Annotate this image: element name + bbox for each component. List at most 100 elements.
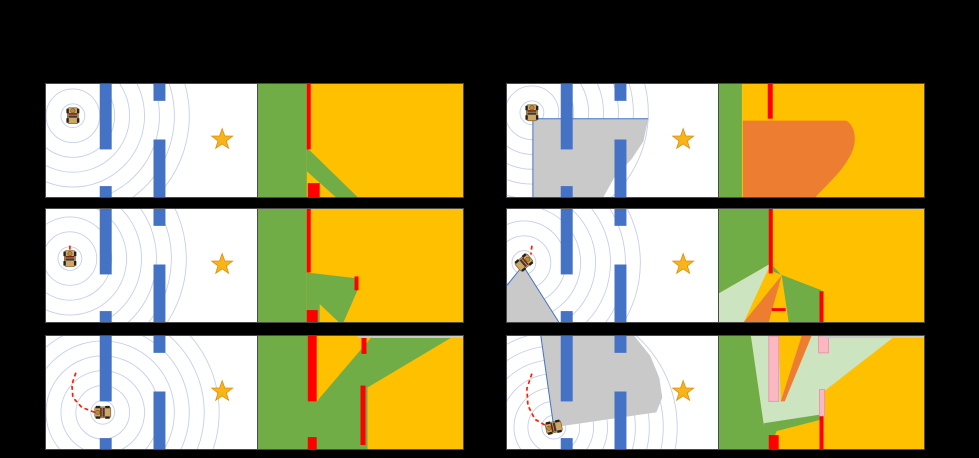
world-map-svg — [507, 336, 718, 449]
sensor-range-ring — [507, 336, 650, 449]
wall-obstacle — [153, 139, 166, 197]
value-region-green — [719, 84, 742, 197]
value-map-svg — [719, 209, 924, 322]
value-map-svg — [719, 84, 924, 197]
sensed-region-edge — [540, 336, 555, 428]
wall-obstacle — [614, 391, 627, 449]
world-map-svg — [507, 209, 718, 322]
sensor-range-ring — [132, 84, 175, 197]
wall-obstacle — [153, 391, 166, 449]
value-region-gold — [778, 336, 802, 402]
robot-icon — [525, 104, 539, 122]
wall-obstacle — [560, 438, 573, 449]
sensor-range-ring — [612, 336, 664, 449]
sensor-range-ring — [635, 336, 678, 449]
sensor-range-ring — [587, 84, 634, 197]
value-region-green — [258, 84, 307, 197]
value-region-red — [819, 291, 824, 322]
sensor-range-ring — [46, 231, 98, 286]
wall-obstacle — [614, 209, 627, 226]
panel-mid-right-value-map — [718, 208, 925, 323]
value-region-red — [306, 310, 318, 322]
value-region-red — [307, 183, 320, 197]
panel-top-left-world-map — [45, 83, 258, 198]
wall-obstacle — [99, 209, 112, 275]
value-region-green — [719, 336, 765, 449]
wall-obstacle — [153, 84, 166, 101]
value-region-green — [763, 414, 823, 449]
value-region-red — [307, 336, 317, 402]
robot-icon — [544, 419, 563, 435]
goal-star-icon — [210, 127, 234, 150]
value-region-red — [307, 437, 317, 449]
wall-obstacle — [560, 311, 573, 322]
wall-obstacle — [614, 84, 627, 101]
wall-obstacle — [153, 336, 166, 353]
wall-obstacle — [99, 84, 112, 150]
value-region-red — [306, 209, 311, 273]
world-map-svg — [46, 336, 257, 449]
sensor-range-ring — [507, 84, 575, 155]
value-region-green — [306, 272, 358, 322]
robot-icon — [63, 250, 77, 267]
panel-top-right-world-map — [506, 83, 719, 198]
sensor-range-ring — [507, 84, 619, 197]
sensor-range-ring — [168, 336, 205, 449]
value-region-green — [258, 336, 455, 449]
value-region-green — [719, 209, 822, 322]
panel-top-right-value-map — [718, 83, 925, 198]
sensor-range-ring — [46, 84, 131, 173]
goal-star-icon — [210, 379, 234, 402]
sensor-range-ring — [507, 84, 604, 185]
wall-obstacle — [99, 186, 112, 197]
panel-bottom-right-world-map — [506, 335, 719, 450]
world-map-svg — [507, 84, 718, 197]
wall-obstacle — [153, 264, 166, 322]
wall-obstacle — [99, 438, 112, 449]
sensor-range-ring — [101, 209, 142, 322]
value-region-pink — [819, 389, 825, 417]
value-region-orange — [780, 336, 812, 402]
sensor-range-ring — [585, 209, 611, 322]
goal-star-icon — [671, 252, 695, 275]
sensor-range-ring — [46, 84, 145, 188]
value-region-red — [767, 84, 773, 119]
value-region-gray — [357, 336, 463, 338]
value-region-pink — [768, 336, 780, 402]
value-region-gold — [776, 420, 820, 449]
panel-mid-right-world-map — [506, 208, 719, 323]
trajectory-path — [71, 372, 96, 414]
value-region-red — [306, 84, 311, 150]
wall-obstacle — [99, 336, 112, 402]
wall-obstacle — [614, 139, 627, 197]
sensor-range-ring — [507, 85, 560, 140]
panel-bottom-left-world-map — [45, 335, 258, 450]
wall-obstacle — [560, 336, 573, 402]
sensed-region-edge — [522, 265, 560, 322]
value-region-red — [768, 435, 779, 449]
value-map-svg — [258, 209, 463, 322]
sensor-range-ring — [46, 84, 116, 158]
value-region-gray — [822, 336, 924, 338]
sensor-range-ring — [189, 336, 220, 449]
sensor-range-ring — [127, 209, 157, 322]
sensor-range-ring — [155, 84, 190, 197]
goal-star-icon — [671, 379, 695, 402]
wall-obstacle — [614, 264, 627, 322]
robot-icon — [66, 107, 80, 125]
panel-bottom-left-value-map — [257, 335, 464, 450]
panel-mid-left-value-map — [257, 208, 464, 323]
sensor-range-ring — [60, 103, 86, 129]
goal-star-icon — [671, 127, 695, 150]
value-region-red — [354, 276, 359, 291]
value-region-pink — [818, 336, 829, 354]
sensed-region — [507, 265, 559, 322]
robot-icon — [514, 253, 534, 272]
panel-mid-left-world-map — [45, 208, 258, 323]
value-region-red — [361, 337, 367, 354]
value-region-red — [819, 416, 824, 449]
wall-obstacle — [560, 84, 573, 150]
value-region-green — [258, 209, 307, 322]
wall-obstacle — [614, 336, 627, 353]
